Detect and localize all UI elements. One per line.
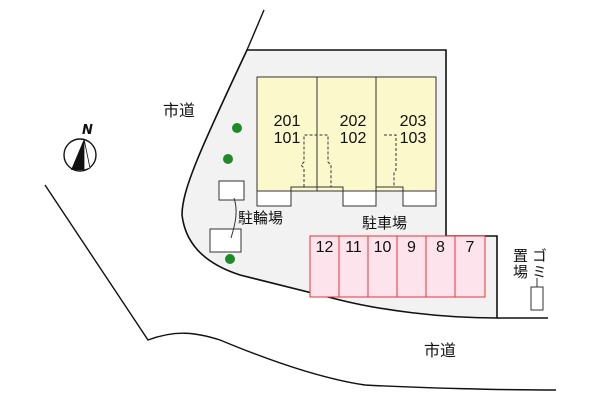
garbage-box bbox=[530, 278, 544, 311]
unit-203-103: 203 103 bbox=[388, 113, 438, 147]
unit-upper-number: 203 bbox=[399, 113, 427, 130]
bicycle-parking bbox=[209, 180, 245, 253]
bicycle-parking-label: 駐輪場 bbox=[238, 209, 284, 227]
unit-lower-number: 103 bbox=[399, 130, 427, 147]
road-lines bbox=[44, 9, 557, 391]
road-label-northwest: 市道 bbox=[163, 101, 196, 120]
road-label-south: 市道 bbox=[424, 341, 457, 360]
building bbox=[256, 76, 437, 207]
unit-upper-number: 201 bbox=[273, 113, 301, 130]
unit-upper-number: 202 bbox=[339, 113, 367, 130]
garbage-label-col1: ゴミ bbox=[530, 248, 548, 280]
unit-202-102: 202 102 bbox=[328, 113, 378, 147]
north-arrow-icon bbox=[63, 138, 97, 172]
garbage-label-col2: 置場 bbox=[511, 248, 529, 280]
parking-stall-7: 7 bbox=[465, 239, 475, 256]
parking-stall-11: 11 bbox=[345, 239, 362, 256]
parking-stall-8: 8 bbox=[436, 239, 445, 256]
unit-lower-number: 102 bbox=[339, 130, 367, 147]
parking-stall-12: 12 bbox=[315, 239, 334, 256]
unit-201-101: 201 101 bbox=[262, 113, 312, 147]
car-parking-label: 駐車場 bbox=[362, 214, 408, 232]
parking-stalls bbox=[309, 235, 486, 298]
parking-stall-10: 10 bbox=[373, 239, 392, 256]
parking-stall-9: 9 bbox=[407, 239, 416, 256]
trees bbox=[223, 123, 242, 264]
compass-north-label: N bbox=[82, 123, 93, 138]
unit-lower-number: 101 bbox=[273, 130, 301, 147]
